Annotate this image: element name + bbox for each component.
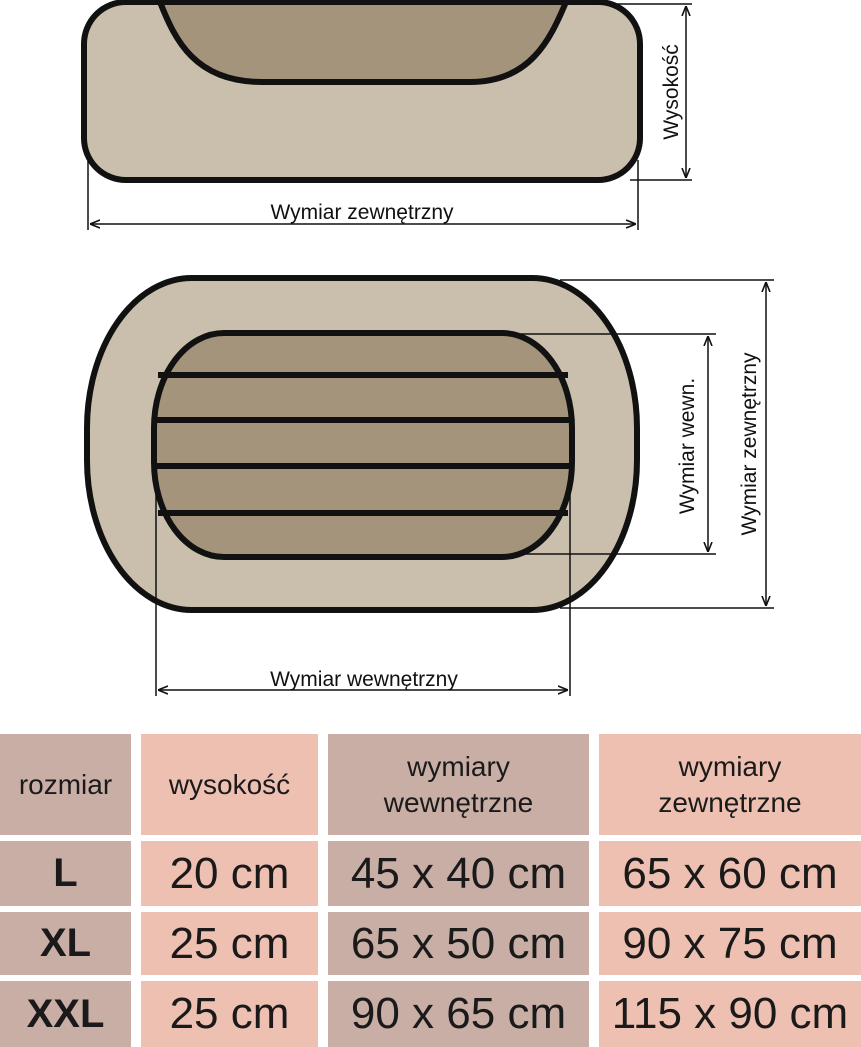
header-height: wysokość xyxy=(141,734,318,835)
row-height-cell: 25 cm xyxy=(141,912,318,975)
row-size-cell: XXL xyxy=(0,981,131,1047)
side-view: Wysokość Wymiar zewnętrzny xyxy=(81,0,692,230)
side-view-inner-cushion xyxy=(157,0,569,85)
header-outer-line2: zewnętrzne xyxy=(658,786,802,818)
row-inner-cell: 65 x 50 cm xyxy=(328,912,589,975)
outer-depth-label: Wymiar zewnętrzny xyxy=(738,352,761,536)
header-inner-dimensions: wymiary wewnętrzne xyxy=(328,734,589,835)
row-height-cell: 20 cm xyxy=(141,841,318,906)
outer-width-label: Wymiar zewnętrzny xyxy=(270,201,454,224)
row-height-cell: 25 cm xyxy=(141,981,318,1047)
bed-dimension-diagram: Wysokość Wymiar zewnętrzny Wymiar wewn. … xyxy=(81,0,774,696)
row-outer-cell: 115 x 90 cm xyxy=(599,981,861,1047)
header-size: rozmiar xyxy=(0,734,131,835)
inner-depth-label: Wymiar wewn. xyxy=(676,378,699,514)
size-table: rozmiar wysokość wymiary wewnętrzne wymi… xyxy=(0,734,861,1047)
header-outer-dimensions: wymiary zewnętrzne xyxy=(599,734,861,835)
row-outer-cell: 65 x 60 cm xyxy=(599,841,861,906)
header-inner-line2: wewnętrzne xyxy=(383,786,534,818)
row-inner-cell: 45 x 40 cm xyxy=(328,841,589,906)
row-inner-cell: 90 x 65 cm xyxy=(328,981,589,1047)
inner-width-label: Wymiar wewnętrzny xyxy=(270,668,458,691)
header-outer-line1: wymiary xyxy=(678,750,782,782)
top-view-inner-cushion xyxy=(151,330,575,560)
row-size-cell: XL xyxy=(0,912,131,975)
height-label: Wysokość xyxy=(660,44,683,140)
row-size-cell: L xyxy=(0,841,131,906)
top-view: Wymiar wewn. Wymiar zewnętrzny Wymiar we… xyxy=(84,275,774,696)
row-outer-cell: 90 x 75 cm xyxy=(599,912,861,975)
header-inner-line1: wymiary xyxy=(407,750,510,782)
